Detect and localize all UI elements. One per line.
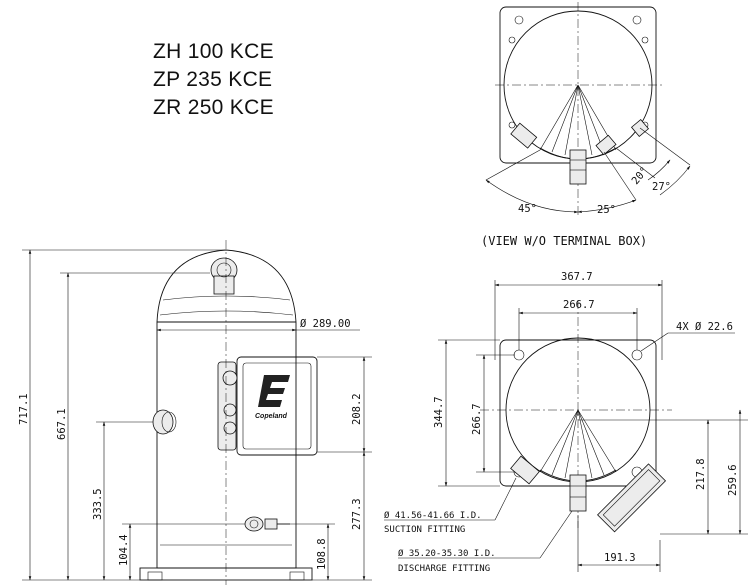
copeland-logo-text: Copeland [255,413,288,420]
dim-333: 333.5 [92,488,104,520]
holes-callout: 4X Ø 22.6 [676,321,733,333]
dim-367: 367.7 [561,271,593,283]
dim-277: 277.3 [351,498,363,530]
angle-20: 20° [629,165,650,187]
discharge-label: DISCHARGE FITTING [398,564,490,574]
dim-266-left: 266.7 [471,403,483,435]
dim-217: 217.8 [695,458,707,490]
dim-266-top: 266.7 [563,299,595,311]
dim-diameter: Ø 289.00 [300,318,351,330]
angle-25: 25° [597,204,616,216]
dim-208: 208.2 [351,393,363,425]
top-view: 45° 25° 20° 27° (VIEW W/O TERMINAL BOX) [481,2,691,248]
plan-view: 367.7 266.7 4X Ø 22.6 344.7 266.7 217.8 … [384,271,748,574]
dim-667: 667.1 [56,408,68,440]
suction-size: Ø 41.56-41.66 I.D. [384,510,482,521]
dim-104: 104.4 [118,534,130,566]
model-zh: ZH 100 KCE [153,40,274,63]
suction-label: SUCTION FITTING [384,525,465,535]
dim-259: 259.6 [727,464,739,496]
dim-344: 344.7 [433,396,445,428]
angle-27: 27° [652,181,671,193]
top-view-caption: (VIEW W/O TERMINAL BOX) [481,234,647,248]
model-zr: ZR 250 KCE [153,96,274,119]
front-view: Copeland Ø 289.00 717.1 667.1 333.5 104.… [18,240,372,585]
angle-45: 45° [518,203,537,215]
model-zp: ZP 235 KCE [153,68,273,91]
dim-108: 108.8 [316,538,328,570]
discharge-size: Ø 35.20-35.30 I.D. [398,548,496,559]
copeland-logo-icon [258,375,290,407]
dim-191: 191.3 [604,552,636,564]
dim-717: 717.1 [18,393,30,425]
